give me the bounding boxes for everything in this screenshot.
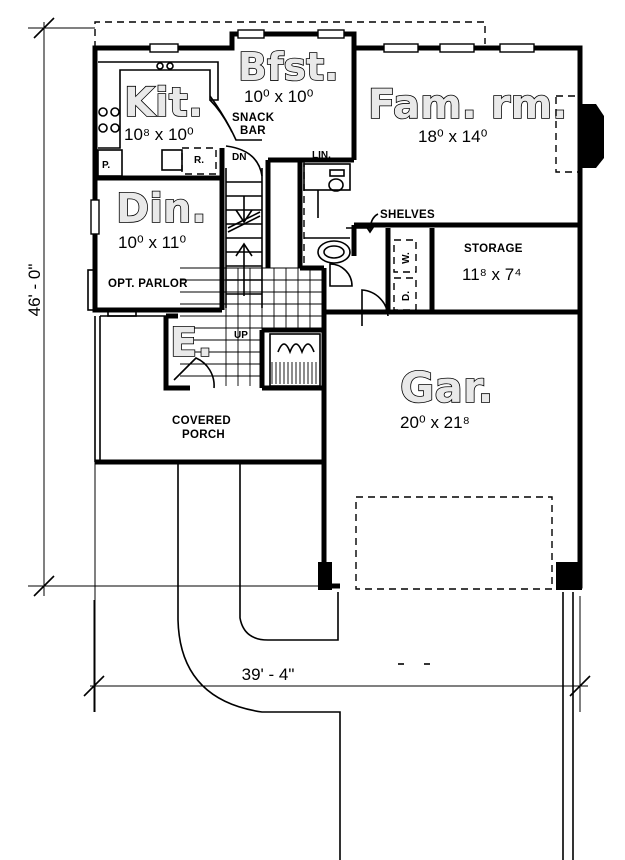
family-name: Fam. rm. — [368, 82, 567, 128]
windows — [90, 29, 535, 235]
porch-label: PORCH — [182, 429, 225, 441]
breakfast: Bfst. 10⁰ x 10⁰ SNACK BAR — [209, 44, 340, 141]
storage-size: 11⁸ x 7⁴ — [462, 265, 522, 284]
width-dimension: 39' - 4" — [83, 596, 591, 712]
garage-post-left — [318, 562, 332, 590]
snack-label: SNACK — [232, 112, 275, 124]
garage-size: 20⁰ x 21⁸ — [400, 413, 470, 432]
range-label: R. — [194, 155, 204, 166]
porch: COVERED PORCH — [172, 415, 231, 441]
entry-tile-grid — [180, 267, 323, 386]
kitchen-name: Kit. — [124, 80, 203, 126]
down-label: DN — [232, 152, 246, 163]
up-label: UP — [234, 330, 248, 341]
stairs: DN UP — [225, 145, 263, 341]
garage: Gar. 20⁰ x 21⁸ — [399, 362, 494, 432]
parlor-label: OPT. PARLOR — [108, 278, 188, 290]
powder-room: LIN. SHELVES — [303, 150, 435, 287]
dryer-label: D. — [401, 291, 412, 301]
depth-dimension-text: 46' - 0" — [25, 264, 44, 317]
pantry-label: P. — [102, 160, 110, 171]
family-size: 18⁰ x 14⁰ — [418, 127, 488, 146]
washer-label: W. — [401, 252, 412, 264]
site-lines — [94, 462, 574, 860]
fireplace — [580, 104, 604, 168]
dining: Din. 10⁰ x 11⁰ OPT. PARLOR — [108, 185, 207, 290]
upper-floor-outline — [94, 21, 486, 48]
covered-label: COVERED — [172, 415, 231, 427]
entry: E. — [169, 267, 323, 389]
storage: STORAGE 11⁸ x 7⁴ — [462, 243, 523, 284]
dining-size: 10⁰ x 11⁰ — [118, 233, 186, 252]
bar-label: BAR — [240, 125, 266, 137]
closet-hatch — [271, 362, 317, 384]
entry-name: E. — [170, 320, 213, 366]
garage-post-right — [556, 562, 582, 590]
kitchen: P. R. Kit. 10⁸ x 10⁰ — [97, 61, 219, 177]
laundry: W. D. — [361, 239, 417, 326]
dining-name: Din. — [116, 186, 207, 232]
linen-label: LIN. — [312, 150, 331, 161]
breakfast-name: Bfst. — [238, 45, 339, 89]
shelves-label: SHELVES — [380, 209, 435, 221]
family-room: Fam. rm. 18⁰ x 14⁰ — [367, 81, 604, 173]
storage-name: STORAGE — [464, 243, 523, 255]
width-dimension-text: 39' - 4" — [242, 665, 295, 684]
garage-name: Gar. — [400, 363, 494, 412]
garage-door-outline — [355, 496, 553, 590]
kitchen-size: 10⁸ x 10⁰ — [124, 125, 194, 144]
depth-dimension: 46' - 0" — [25, 17, 330, 597]
breakfast-size: 10⁰ x 10⁰ — [244, 87, 314, 106]
